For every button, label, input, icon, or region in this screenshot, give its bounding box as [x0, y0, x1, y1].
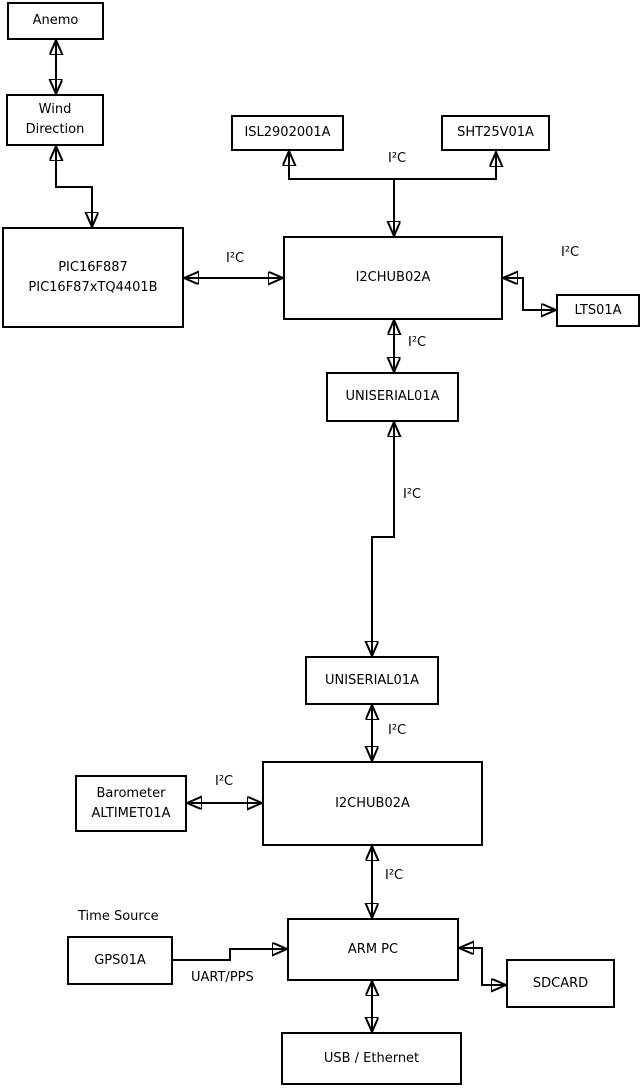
edge-label-i2c-uniserial2-hub2: I²C	[388, 723, 407, 738]
node-label: Anemo	[32, 13, 79, 28]
node-label: USB / Ethernet	[323, 1050, 420, 1066]
edge-label-uart-pps: UART/PPS	[191, 970, 254, 985]
connector-gps-armpc	[173, 949, 287, 961]
node-gps01a: GPS01A	[67, 936, 173, 985]
node-i2chub02a-lower: I2CHUB02A	[262, 761, 483, 846]
node-label: GPS01A	[94, 952, 146, 968]
node-label-line2: Direction	[25, 122, 85, 137]
edge-label-i2c-hub1-lts: I²C	[561, 245, 580, 260]
node-usb-ethernet: USB / Ethernet	[281, 1032, 462, 1085]
node-label: UNISERIAL01A	[345, 389, 440, 404]
node-label: UNISERIAL01A	[325, 672, 419, 688]
node-label: SDCARD	[532, 975, 589, 991]
node-lts01a: LTS01A	[556, 294, 640, 327]
connector-armpc-sdcard	[459, 948, 506, 985]
node-sht25v01a: SHT25V01A	[441, 115, 550, 151]
node-arm-pc: ARM PC	[287, 918, 459, 981]
node-label: I2CHUB02A	[355, 270, 431, 285]
node-label-line2: PIC16F87xTQ4401B	[28, 279, 158, 295]
node-label-line1: PIC16F887	[58, 259, 128, 275]
node-label: ISL2902001A	[244, 125, 331, 140]
node-barometer-altimet01a: Barometer ALTIMET01A	[75, 775, 187, 832]
connector-uniserial1-uniserial2	[372, 422, 394, 656]
edge-label-i2c-top-bus: I²C	[388, 151, 407, 166]
connector-wind-pic	[56, 146, 92, 227]
node-sdcard: SDCARD	[506, 959, 615, 1008]
node-label: ARM PC	[347, 941, 399, 957]
node-wind-direction: Wind Direction	[6, 94, 104, 146]
node-label: I2CHUB02A	[335, 795, 410, 811]
edge-label-time-source: Time Source	[78, 909, 159, 924]
node-pic: PIC16F887 PIC16F87xTQ4401B	[2, 227, 184, 328]
edge-label-i2c-barometer-hub2: I²C	[215, 774, 234, 789]
edge-label-i2c-pic-hub1: I²C	[226, 251, 245, 266]
node-uniserial01a-lower: UNISERIAL01A	[305, 656, 439, 705]
node-isl2902001a: ISL2902001A	[231, 115, 344, 151]
connector-hub1-lts	[503, 278, 556, 310]
node-label-line1: Barometer	[96, 785, 166, 801]
node-label-line2: ALTIMET01A	[91, 805, 171, 821]
node-label-line1: Wind	[38, 102, 72, 117]
edge-label-i2c-hub1-uniserial1: I²C	[408, 335, 427, 350]
connector-bus-isl-sht	[289, 151, 496, 180]
node-uniserial01a-upper: UNISERIAL01A	[326, 372, 459, 422]
edge-label-i2c-long-link: I²C	[403, 487, 422, 502]
node-label: LTS01A	[574, 302, 622, 318]
node-i2chub02a-upper: I2CHUB02A	[283, 236, 503, 320]
node-anemo: Anemo	[7, 2, 104, 40]
edge-label-i2c-hub2-armpc: I²C	[385, 868, 404, 883]
node-label: SHT25V01A	[457, 125, 534, 140]
